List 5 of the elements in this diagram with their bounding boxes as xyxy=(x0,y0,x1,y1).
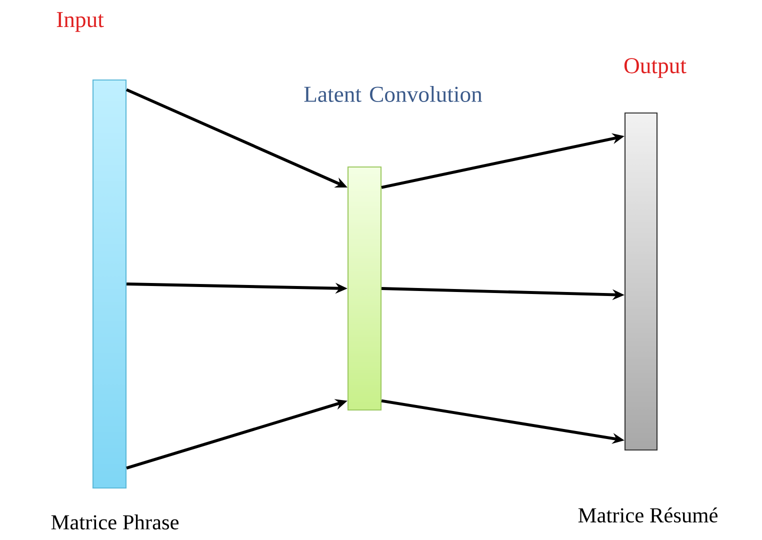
caption-label: Matrice Résumé xyxy=(578,508,718,523)
heading-label: Output xyxy=(624,58,686,78)
caption-label: Matrice Phrase xyxy=(51,514,179,530)
heading-label: Input xyxy=(56,12,104,32)
heading-label: Latent Convolution xyxy=(304,86,482,102)
